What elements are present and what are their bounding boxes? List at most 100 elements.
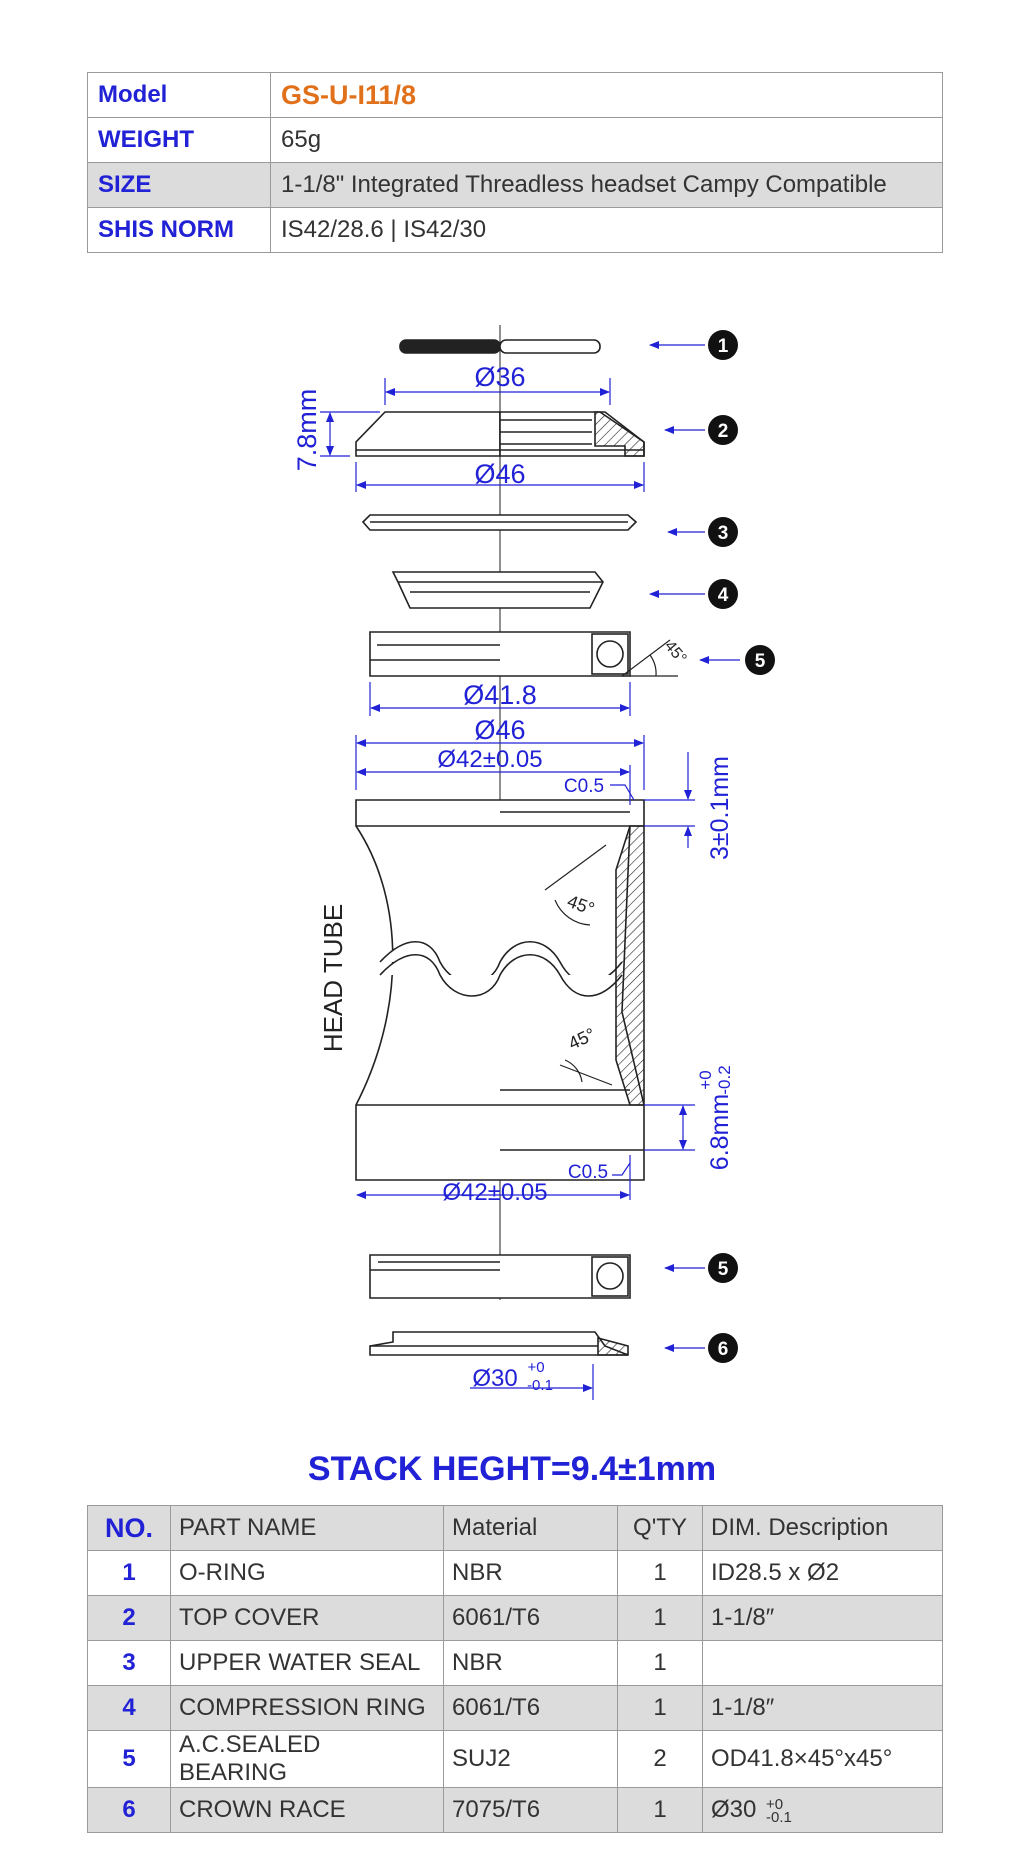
table-row: 2 TOP COVER 6061/T6 1 1-1/8″ <box>87 1595 943 1641</box>
cell-part-name: UPPER WATER SEAL <box>170 1640 444 1686</box>
upper-water-seal-part <box>361 514 638 531</box>
table-row: 1 O-RING NBR 1 ID28.5 x Ø2 <box>87 1550 943 1596</box>
chamfer-bottom: C0.5 <box>568 1162 608 1183</box>
cell-part-name: O-RING <box>170 1550 444 1596</box>
cell-no: 4 <box>87 1685 171 1731</box>
head-tube-label: HEAD TUBE <box>318 904 348 1052</box>
top-cover-part <box>355 411 645 457</box>
cell-material: SUJ2 <box>443 1730 618 1788</box>
svg-text:6: 6 <box>718 1339 729 1360</box>
callout-1: 1 <box>708 330 738 360</box>
dim-cup-bore-bottom: Ø42±0.05 <box>442 1179 547 1206</box>
spec-row-weight: WEIGHT 65g <box>87 117 943 163</box>
dim-top-cover-height: 7.8mm <box>292 389 322 472</box>
callout-3: 3 <box>708 517 738 547</box>
dim-cup-depth-bottom: 6.8mm <box>706 1094 734 1170</box>
table-header-row: NO. PART NAME Material Q'TY DIM. Descrip… <box>87 1505 943 1551</box>
dim-bearing-od: Ø41.8 <box>463 680 537 710</box>
spec-row-size: SIZE 1-1/8" Integrated Threadless headse… <box>87 162 943 208</box>
compression-ring-part <box>391 571 604 609</box>
table-row: 3 UPPER WATER SEAL NBR 1 <box>87 1640 943 1686</box>
spec-value: 1-1/8" Integrated Threadless headset Cam… <box>270 162 943 208</box>
cell-material: NBR <box>443 1550 618 1596</box>
callout-2: 2 <box>708 415 738 445</box>
spec-value: GS-U-I11/8 <box>270 72 943 118</box>
cell-qty: 1 <box>617 1550 703 1596</box>
cell-qty: 1 <box>617 1685 703 1731</box>
cell-dim: Ø30 +0 -0.1 <box>702 1787 943 1833</box>
header-no: NO. <box>87 1505 171 1551</box>
cell-dim <box>702 1640 943 1686</box>
cell-no: 6 <box>87 1787 171 1833</box>
svg-text:4: 4 <box>718 585 729 606</box>
cell-qty: 1 <box>617 1640 703 1686</box>
cell-material: NBR <box>443 1640 618 1686</box>
cell-no: 2 <box>87 1595 171 1641</box>
spec-table: Model GS-U-I11/8 WEIGHT 65g SIZE 1-1/8" … <box>87 72 943 253</box>
svg-text:5: 5 <box>718 1259 729 1280</box>
spec-value: 65g <box>270 117 943 163</box>
cell-material: 7075/T6 <box>443 1787 618 1833</box>
table-row: 6 CROWN RACE 7075/T6 1 Ø30 +0 -0.1 <box>87 1787 943 1833</box>
callout-4: 4 <box>708 579 738 609</box>
spec-value: IS42/28.6 | IS42/30 <box>270 207 943 253</box>
callout-6: 6 <box>708 1333 738 1363</box>
dim-cup-depth-top: 3±0.1mm <box>706 756 734 860</box>
spec-key: SIZE <box>87 162 271 208</box>
cell-part-name: A.C.SEALED BEARING <box>170 1730 444 1788</box>
header-qty: Q'TY <box>617 1505 703 1551</box>
cell-qty: 2 <box>617 1730 703 1788</box>
spec-key: Model <box>87 72 271 118</box>
o-ring-part <box>399 339 601 354</box>
angle-bearing: 45° <box>661 638 690 667</box>
cell-material: 6061/T6 <box>443 1685 618 1731</box>
crown-race-part <box>369 1331 629 1356</box>
svg-text:5: 5 <box>755 651 766 672</box>
parts-table: NO. PART NAME Material Q'TY DIM. Descrip… <box>87 1505 943 1833</box>
tol-crown-minus: -0.1 <box>527 1377 553 1394</box>
header-dim: DIM. Description <box>702 1505 943 1551</box>
cell-dim: OD41.8×45°x45° <box>702 1730 943 1788</box>
dim-top-cover-outer: Ø46 <box>474 459 525 489</box>
chamfer-top: C0.5 <box>564 776 604 797</box>
spec-key: WEIGHT <box>87 117 271 163</box>
cell-part-name: COMPRESSION RING <box>170 1685 444 1731</box>
cell-dim-value: Ø30 <box>711 1796 757 1823</box>
tol-crown-plus: +0 <box>527 1359 544 1376</box>
cell-qty: 1 <box>617 1595 703 1641</box>
cell-material: 6061/T6 <box>443 1595 618 1641</box>
cell-dim: 1-1/8″ <box>702 1595 943 1641</box>
upper-bearing-part <box>369 631 631 677</box>
dim-crown-race: Ø30 <box>472 1365 517 1392</box>
dim-cup-outer: Ø46 <box>474 715 525 745</box>
table-row: 4 COMPRESSION RING 6061/T6 1 1-1/8″ <box>87 1685 943 1731</box>
cell-no: 5 <box>87 1730 171 1788</box>
spec-key: SHIS NORM <box>87 207 271 253</box>
lower-bearing-part <box>369 1254 631 1299</box>
dim-top-cover-inner: Ø36 <box>474 362 525 392</box>
callout-5: 5 <box>745 645 775 675</box>
cell-dim: ID28.5 x Ø2 <box>702 1550 943 1596</box>
tolerance-minus: -0.1 <box>766 1808 792 1826</box>
tolerance-plus: +0 <box>766 1795 784 1813</box>
svg-text:2: 2 <box>718 421 729 442</box>
cell-part-name: TOP COVER <box>170 1595 444 1641</box>
cell-dim: 1-1/8″ <box>702 1685 943 1731</box>
spec-row-model: Model GS-U-I11/8 <box>87 72 943 118</box>
cell-qty: 1 <box>617 1787 703 1833</box>
head-tube-part <box>355 799 645 1181</box>
cell-no: 1 <box>87 1550 171 1596</box>
headset-drawing: Ø36 Ø46 7.8mm Ø41.8 Ø46 Ø42±0.05 C0.5 3±… <box>292 325 775 1400</box>
svg-text:3: 3 <box>718 523 729 544</box>
table-row: 5 A.C.SEALED BEARING SUJ2 2 OD41.8×45°x4… <box>87 1730 943 1788</box>
spec-row-norm: SHIS NORM IS42/28.6 | IS42/30 <box>87 207 943 253</box>
tol-bottom-minus: -0.2 <box>715 1065 734 1094</box>
stack-height-title: STACK HEGHT=9.4±1mm <box>307 1450 717 1488</box>
cell-no: 3 <box>87 1640 171 1686</box>
svg-text:1: 1 <box>718 336 729 357</box>
cell-part-name: CROWN RACE <box>170 1787 444 1833</box>
callout-5-lower: 5 <box>708 1253 738 1283</box>
tol-bottom-plus: +0 <box>696 1070 715 1089</box>
header-material: Material <box>443 1505 618 1551</box>
header-part-name: PART NAME <box>170 1505 444 1551</box>
